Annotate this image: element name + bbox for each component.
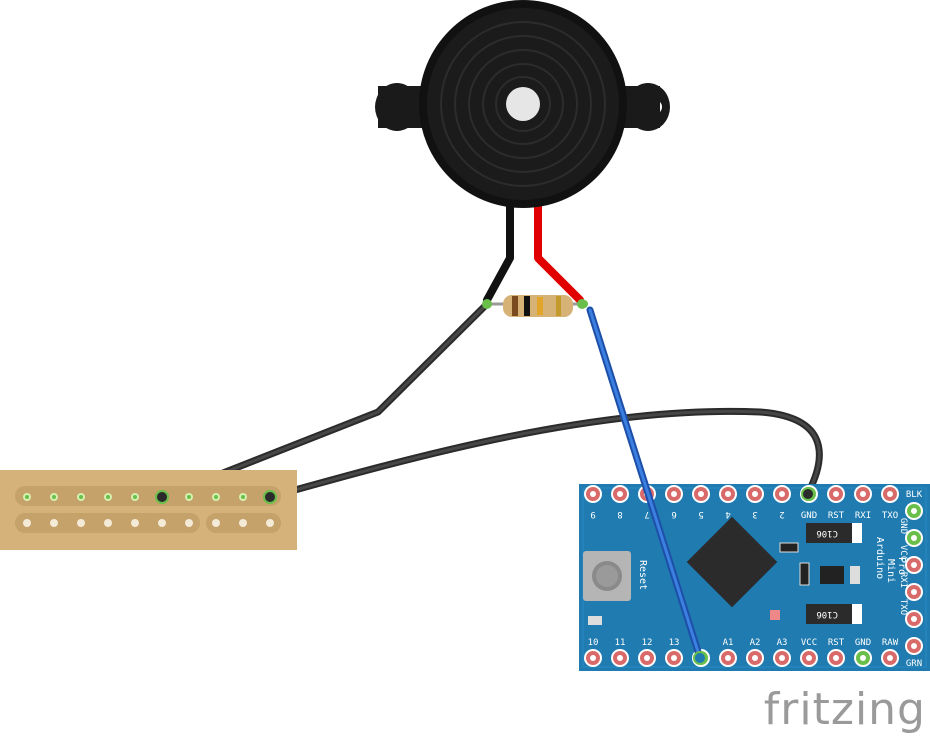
board-pin-label: GND [855,638,871,648]
capacitor-bottom: C106 [806,604,862,624]
board-pin-label: 3 [752,509,757,519]
board-pin-label: 11 [615,638,626,648]
stripboard-hole [23,519,31,527]
board-pin-label: RXI [855,511,871,521]
board-pin-label: 8 [617,509,622,519]
capacitor-top-label: C106 [816,528,838,538]
board-pin-label: GND [801,511,817,521]
stripboard-hole [158,519,166,527]
board-pin-label: 9 [590,509,595,519]
board-pin-label: 6 [671,509,676,519]
arduino-pro-mini: Reset C106 C106 Arduino Mini Pro 9 8 7 6 5 4 3… [579,484,930,671]
board-pin-label: 13 [669,638,680,648]
capacitor-top: C106 [806,523,862,543]
stripboard-hole [266,519,274,527]
stripboard-hole [104,519,112,527]
fritzing-watermark: fritzing [763,684,926,735]
piezo-buzzer [375,0,670,208]
stripboard-hole [239,519,247,527]
board-pin-label: RAW [882,638,899,648]
capacitor-bottom-label: C106 [816,609,838,619]
board-pin-label: GND [898,518,908,534]
board-name-line-1: Arduino [874,537,885,579]
reset-label: Reset [637,560,648,590]
board-pin-label: GRN [906,659,922,669]
board-pin-label: 12 [642,638,653,648]
wire-resistor-to-stripboard [158,300,491,501]
board-pin-label: 2 [779,509,784,519]
board-pin-label: 4 [725,509,730,519]
board-pin-label: BLK [906,490,923,500]
board-pin-label: A2 [750,638,761,648]
board-pin-label: RST [828,511,845,521]
stripboard-hole [131,519,139,527]
reset-button [583,551,631,601]
board-name-line-3: Pro [896,557,907,575]
stripboard-hole [50,519,58,527]
stripboard-hole [77,519,85,527]
board-pin-label: A3 [777,638,788,648]
stripboard-hole [185,519,193,527]
board-pin-label: 10 [588,638,599,648]
board-pin-label: RST [828,638,845,648]
stripboard-hole [212,519,220,527]
board-pin-label: VCC [898,545,908,561]
board-pin-label: RXI [898,572,908,588]
wire-buzzer-red [534,201,584,304]
board-pin-label: 7 [644,509,649,519]
board-pin-label: A1 [723,638,734,648]
stripboard [0,470,297,550]
board-pin-label: 5 [698,509,703,519]
board-pin-label: TXO [882,511,898,521]
board-pin-label: TXO [898,599,908,615]
board-pin-label: VCC [801,638,817,648]
wire-buzzer-black [483,201,514,304]
board-name-line-2: Mini [885,559,896,583]
resistor [482,295,587,317]
